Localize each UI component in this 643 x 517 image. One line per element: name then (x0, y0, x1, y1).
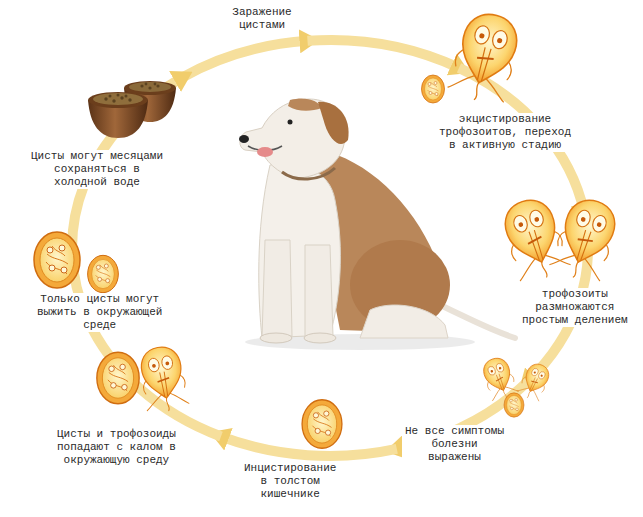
trophozoite (497, 194, 571, 286)
stage-label: Заражение цистами (226, 6, 298, 32)
cycle-ring (72, 40, 588, 456)
trophozoite (137, 344, 190, 415)
trophozoite (548, 194, 622, 286)
cyst (97, 352, 139, 404)
cyst (302, 400, 342, 449)
stage-label: трофозоиты размножаются простым делением (519, 288, 631, 327)
stage-label: Цисты и трофозоиды попадают с калом в ок… (54, 428, 179, 467)
trophozoite (447, 8, 525, 107)
cyst (422, 75, 445, 103)
trophozoite (516, 360, 553, 403)
stage-label: Цисты могут месяцами сохраняться в холод… (28, 150, 166, 189)
cyst (34, 232, 80, 288)
cyst (504, 393, 524, 417)
stage-label: Не все симптомы болезни выражены (402, 425, 507, 464)
stage-label: Только цисты могут выжить в окружающей с… (34, 293, 165, 332)
parasite-glyphs (34, 8, 623, 448)
stage-label: Инцистирование в толстом кишечнике (241, 462, 339, 501)
cyst (88, 255, 119, 292)
food-bowls (88, 81, 176, 138)
stage-label: экцистирование трофозоитов, переход в ак… (436, 113, 574, 152)
